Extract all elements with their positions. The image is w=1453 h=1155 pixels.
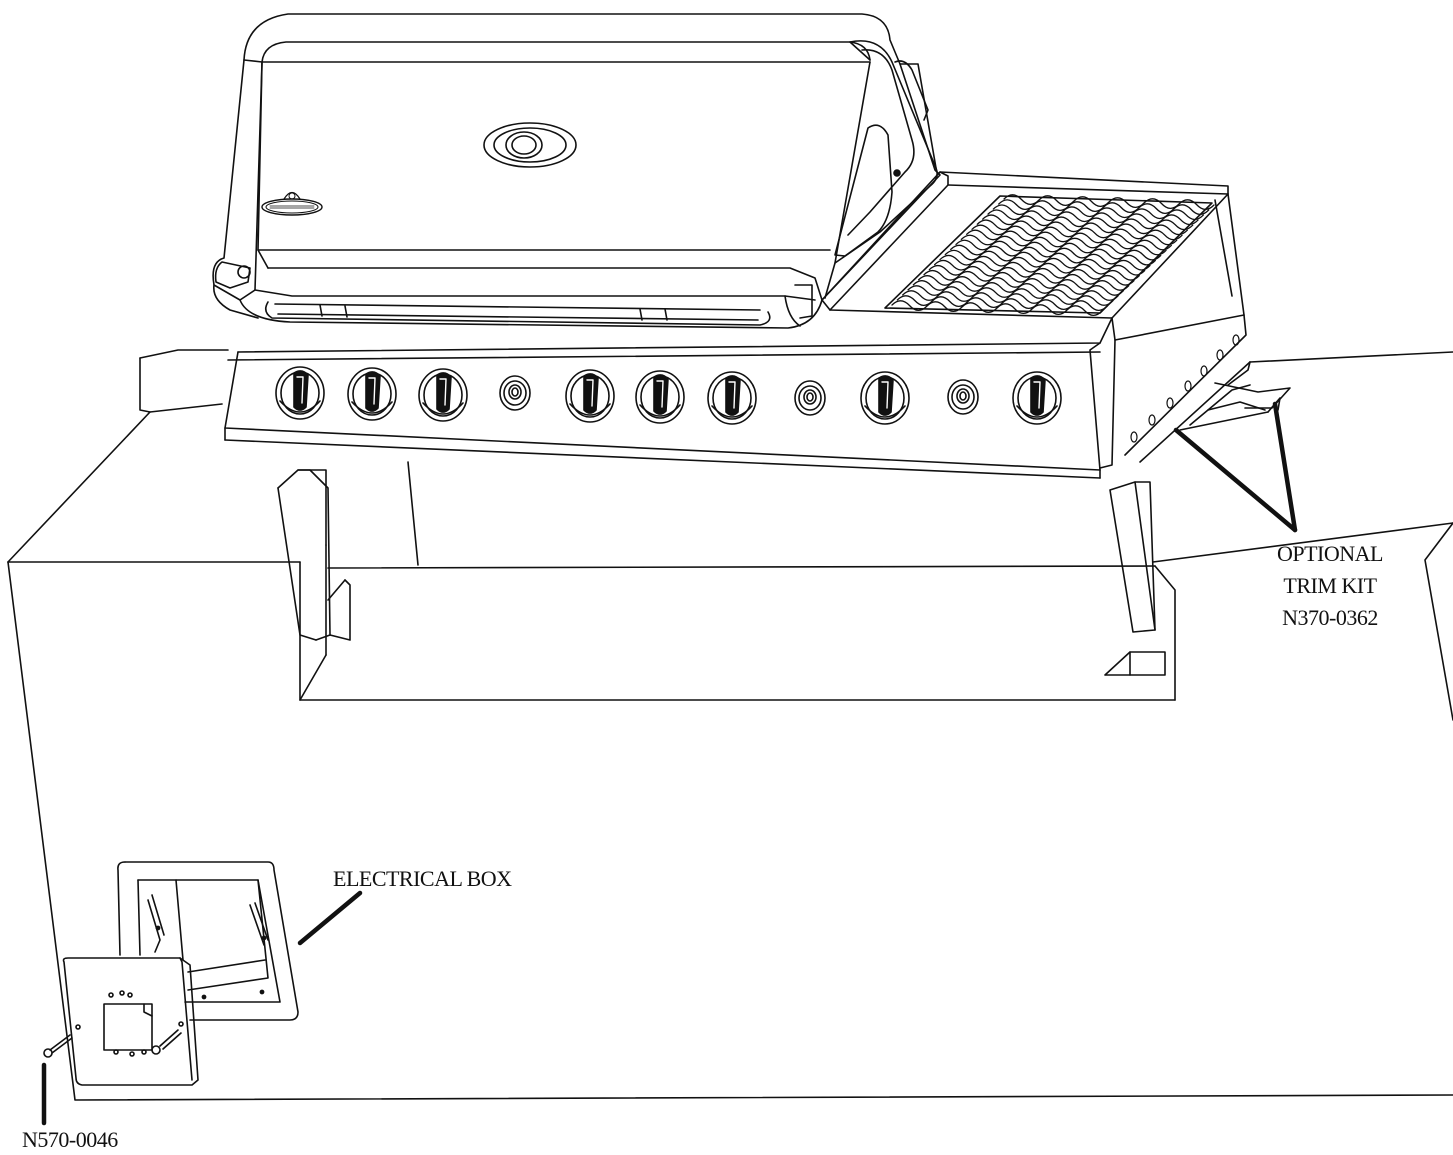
mounting-screw-left xyxy=(43,1034,73,1058)
grate-wave xyxy=(960,234,1172,251)
grate-wave xyxy=(987,209,1199,226)
grill-hood xyxy=(212,13,941,329)
control-knob xyxy=(418,368,468,422)
grate-wave xyxy=(1003,194,1215,211)
grate-wave xyxy=(928,264,1140,281)
igniter-button xyxy=(499,375,531,411)
grate-wave xyxy=(950,244,1162,261)
grate-wave xyxy=(891,300,1103,317)
grate-wave xyxy=(902,290,1114,306)
grate-wave xyxy=(976,219,1188,236)
control-knobs xyxy=(275,366,1062,425)
control-panel xyxy=(224,317,1113,479)
control-knob xyxy=(707,371,757,425)
grate-wave xyxy=(966,229,1178,246)
trim-kit-leader xyxy=(1173,401,1298,533)
burner-grate xyxy=(891,194,1215,317)
electrical-box xyxy=(43,861,299,1086)
grill-cutout xyxy=(277,461,1176,701)
mounting-screw-right xyxy=(151,1029,182,1055)
island-enclosure xyxy=(7,349,1453,1101)
igniter-button xyxy=(947,379,979,415)
trim-kit-label-line3: N370-0362 xyxy=(1282,605,1378,630)
trim-kit-label-line2: TRIM KIT xyxy=(1283,573,1377,598)
grate-wave xyxy=(998,199,1210,216)
grate-wave xyxy=(923,269,1135,286)
trim-kit-label: OPTIONAL TRIM KIT N370-0362 xyxy=(1262,538,1398,634)
trim-kit-label-line1: OPTIONAL xyxy=(1277,541,1384,566)
control-knob xyxy=(347,367,397,421)
screw-part-label: N570-0046 xyxy=(22,1127,118,1152)
grate-wave xyxy=(992,204,1204,221)
grate-wave xyxy=(896,295,1108,312)
electrical-box-label: ELECTRICAL BOX xyxy=(333,866,512,891)
control-knob xyxy=(635,370,685,424)
grate-wave xyxy=(971,224,1183,241)
grate-wave xyxy=(939,254,1151,271)
grate-wave xyxy=(955,239,1167,256)
grate-wave xyxy=(907,285,1119,301)
control-knob xyxy=(565,369,615,423)
grate-wave xyxy=(934,259,1146,276)
grate-wave xyxy=(918,275,1130,291)
side-burner xyxy=(821,171,1247,469)
grate-wave xyxy=(912,280,1124,296)
napoleon-logo xyxy=(261,191,323,216)
grate-wave xyxy=(944,249,1156,266)
trim-kit-bracket xyxy=(1179,361,1291,431)
control-knob xyxy=(275,366,325,420)
electrical-box-leader xyxy=(297,890,363,946)
hood-side-panel xyxy=(834,40,938,264)
control-knob xyxy=(1012,371,1062,425)
igniter-button xyxy=(794,380,826,416)
control-knob xyxy=(860,371,910,425)
grate-wave xyxy=(982,214,1194,231)
